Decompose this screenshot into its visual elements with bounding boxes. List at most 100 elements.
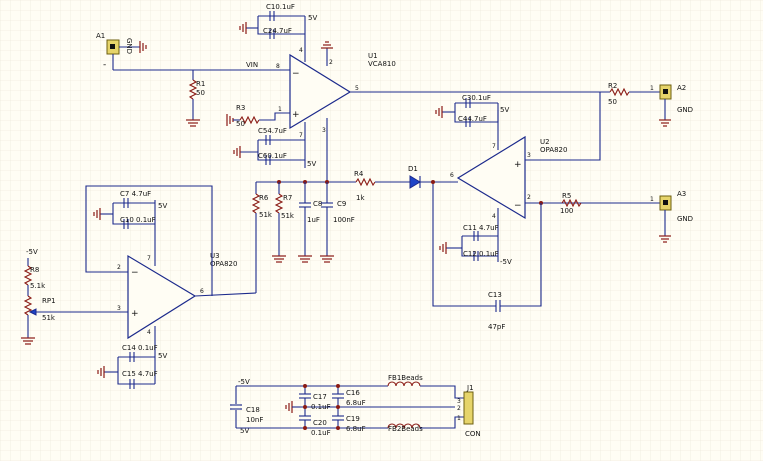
connector-a1[interactable] [106,39,147,70]
resistor-r2[interactable] [609,87,660,97]
r6-label: R6 [259,194,269,202]
u1-pin-4: 4 [299,47,303,54]
c1-label: C10.1uF [266,3,295,11]
junction-c20-bottom [303,426,307,430]
c14-label: C14 0.1uF [122,344,158,352]
u1-pin-7: 7 [299,132,303,139]
a2-pin: 1 [650,85,654,92]
capacitor-c14-c15[interactable] [97,352,155,389]
u1-5v-label-bottom: 5V [307,160,316,168]
opamp-u3[interactable] [127,254,197,340]
junction-c17-top [303,384,307,388]
u1-minus: − [292,69,300,79]
capacitor-c8[interactable] [298,182,312,263]
rp1-label: RP1 [42,297,56,305]
u1-pin-2: 2 [329,59,333,66]
a1-label: A1 [96,32,105,40]
r8-supply-label: -5V [26,248,38,256]
u2-plus: + [514,160,522,170]
capacitor-c11-c12[interactable] [439,231,498,261]
u3-pin-4: 4 [147,329,151,336]
u1-value: VCA810 [368,60,396,68]
u2-5v-label: 5V [500,106,509,114]
capacitor-c9[interactable] [320,182,334,263]
junction-d1 [431,180,435,184]
j1-label: J1 [466,384,474,392]
fb2-label: FB2Beads [388,425,423,433]
r5-value: 100 [560,207,573,215]
u2-pin-2: 2 [527,194,531,201]
rp1-value: 51k [42,314,56,322]
resistor-r5[interactable] [561,198,582,208]
j1-value: CON [465,430,481,438]
c8-label: C8 [313,200,322,208]
c3-label: C30.1uF [462,94,491,102]
c11-label: C11 4.7uF [463,224,499,232]
ferrite-bead-fb1[interactable] [387,381,464,399]
r4-value: 1k [356,194,365,202]
u2-label: U2 [540,138,550,146]
connector-j1[interactable] [463,391,474,425]
c10-label: C10 0.1uF [120,216,156,224]
c13-feedback-left [432,182,496,307]
c18-value: 10nF [246,416,263,424]
u2-pin-4: 4 [492,213,496,220]
r7-value: 51k [281,212,295,220]
r3-value: 50 [236,120,245,128]
u1-label: U1 [368,52,378,60]
capacitor-c5-c6[interactable] [233,135,305,165]
potentiometer-rp1[interactable] [21,295,128,345]
u3-pin-3: 3 [117,305,121,312]
opamp-u1[interactable] [289,53,352,130]
junction-gnd-1 [303,405,307,409]
c7-label: C7 4.7uF [120,190,151,198]
j1-pin-2: 2 [457,405,461,412]
u3-output-wire [194,292,257,297]
capacitor-c1-c2[interactable] [239,11,305,39]
a2-label: A2 [677,84,686,92]
c19-label: C19 [346,415,360,423]
c16-value: 6.8uF [346,399,366,407]
r2-value: 50 [608,98,617,106]
j1-pin-3: 3 [457,398,461,405]
ferrite-bead-fb2[interactable] [387,416,464,429]
resistor-r6[interactable] [251,182,261,293]
capacitor-c3-c4[interactable] [435,98,499,127]
capacitor-c7-c10[interactable] [93,198,155,229]
c9-label: C9 [337,200,346,208]
c20-value: 0.1uF [311,429,331,437]
c9-value: 100nF [333,216,355,224]
a3-label: A3 [677,190,686,198]
opamp-u2[interactable] [456,135,526,220]
resistor-r1[interactable] [186,70,200,127]
c20-label: C20 [313,419,327,427]
ground-u1-top [321,41,333,49]
r1-value: 50 [196,89,205,97]
u3-value: OPA820 [210,260,237,268]
r6-value: 51k [259,211,273,219]
u1-plus: + [292,110,300,120]
u1-pin-1: 1 [278,106,282,113]
connector-a2[interactable] [659,84,672,127]
r4-label: R4 [354,170,364,178]
u3-5v-label: 5V [158,202,167,210]
connector-a3[interactable] [659,195,672,243]
r2-label: R2 [608,82,617,90]
resistor-r7[interactable] [272,182,286,263]
r1-label: R1 [196,80,205,88]
u1-pin-5: 5 [355,85,359,92]
u3-pin-2: 2 [117,264,121,271]
r8-value: 5.1k [30,282,46,290]
resistor-r3[interactable] [226,112,290,126]
j1-pin-1: 1 [457,415,461,422]
c13-feedback-right [500,203,542,307]
a2-gnd-label: GND [677,106,693,114]
u2-value: OPA820 [540,146,567,154]
resistor-r4[interactable] [355,177,376,187]
c17-value: 0.1uF [311,403,331,411]
resistor-r8[interactable] [23,258,33,296]
u2-positive-wire [525,92,601,161]
